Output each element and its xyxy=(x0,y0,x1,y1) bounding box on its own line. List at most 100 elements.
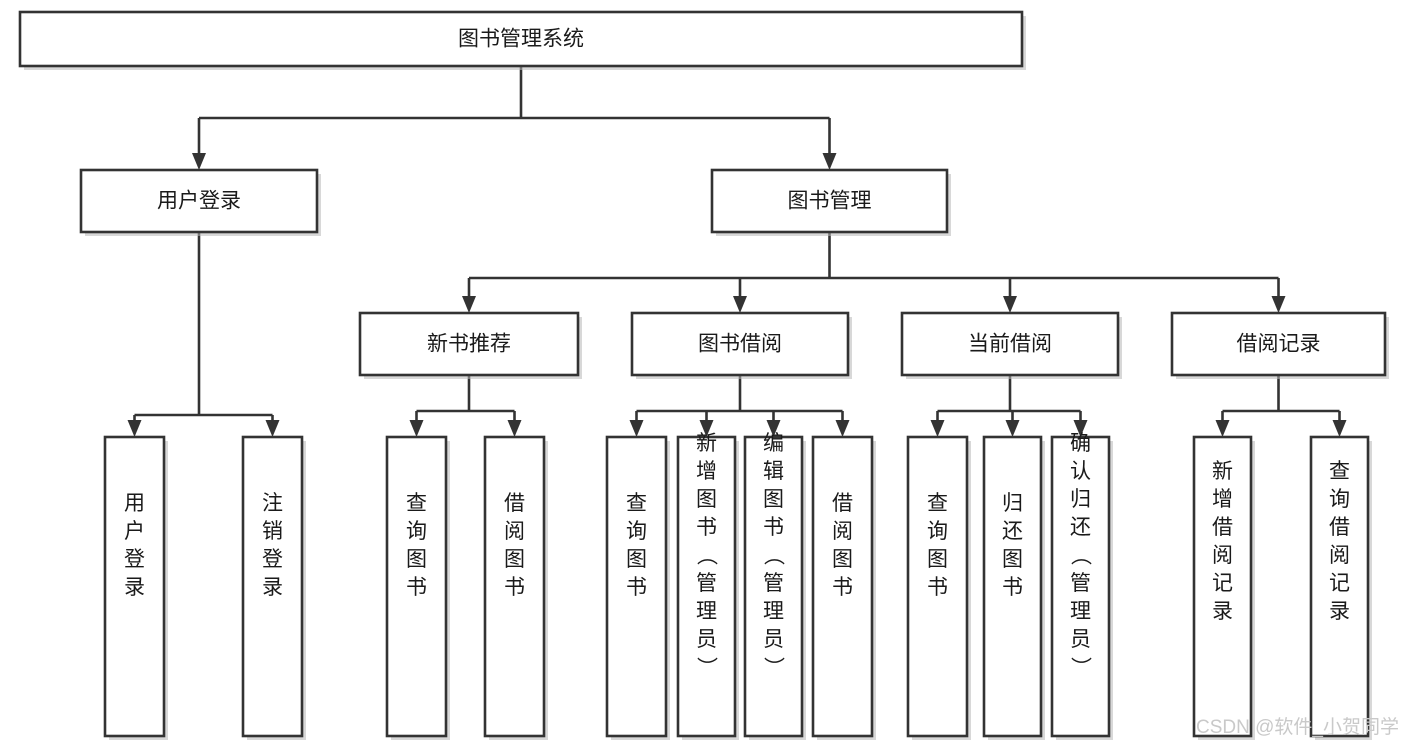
node-label: 图书管理系统 xyxy=(458,28,584,51)
node-layer: 图书管理系统用户登录图书管理新书推荐图书借阅当前借阅借阅记录用户登录注销登录查询… xyxy=(18,10,1389,740)
arrowhead-icon xyxy=(835,420,850,437)
node-label-char: 阅 xyxy=(832,520,853,543)
node-label-char: 用 xyxy=(124,492,145,515)
node-label-char: ） xyxy=(695,657,718,678)
node-label-char: 认 xyxy=(1070,460,1091,483)
node-label-char: 记 xyxy=(1329,572,1350,595)
arrowhead-icon xyxy=(1003,296,1017,313)
csdn-watermark: CSDN @软件_小贺同学 xyxy=(1196,716,1399,738)
node-label: 当前借阅 xyxy=(968,333,1052,356)
node-label-char: 增 xyxy=(1212,488,1233,511)
level3-node-node-0-新书推荐[interactable]: 新书推荐 xyxy=(358,311,582,379)
node-rect[interactable] xyxy=(483,435,546,738)
node-label-char: 记 xyxy=(1212,572,1233,595)
arrowhead-icon xyxy=(127,420,142,437)
node-label-char: 户 xyxy=(124,520,145,543)
arrowhead-icon xyxy=(1332,420,1347,437)
connector-layer xyxy=(127,66,1347,437)
arrowhead-icon xyxy=(766,420,781,437)
node-rect[interactable] xyxy=(1170,311,1387,377)
level3-node-node-2-当前借阅[interactable]: 当前借阅 xyxy=(900,311,1122,379)
node-rect[interactable] xyxy=(1192,435,1253,738)
node-label-char: 图 xyxy=(763,488,784,511)
node-label-char: 还 xyxy=(1002,520,1023,543)
node-label-char: （ xyxy=(762,545,785,566)
node-label-char: 图 xyxy=(406,548,427,571)
node-label-char: 注 xyxy=(262,492,283,515)
node-label-char: 员 xyxy=(696,628,717,651)
leaf-node-node-0-用户登录[interactable]: 用户登录 xyxy=(103,435,168,740)
node-label: 借阅记录 xyxy=(1237,333,1321,356)
level2-node-node-1-图书管理[interactable]: 图书管理 xyxy=(710,168,951,236)
node-rect[interactable] xyxy=(630,311,850,377)
node-rect[interactable] xyxy=(743,435,804,738)
arrowhead-icon xyxy=(930,420,945,437)
node-label-char: 录 xyxy=(124,576,145,599)
node-label-char: 书 xyxy=(626,576,647,599)
arrowhead-icon xyxy=(699,420,714,437)
node-label-char: 管 xyxy=(1070,572,1091,595)
node-label-char: 员 xyxy=(1070,628,1091,651)
node-label-char: 书 xyxy=(832,576,853,599)
node-rect[interactable] xyxy=(605,435,668,738)
node-label-char: 图 xyxy=(696,488,717,511)
node-rect[interactable] xyxy=(18,10,1024,68)
arrowhead-icon xyxy=(1073,420,1088,437)
node-label-char: 查 xyxy=(626,492,647,515)
node-label-char: 录 xyxy=(262,576,283,599)
node-label-char: 增 xyxy=(696,460,717,483)
node-rect[interactable] xyxy=(103,435,166,738)
arrowhead-icon xyxy=(192,153,206,170)
node-label-char: 书 xyxy=(696,516,717,539)
node-rect[interactable] xyxy=(676,435,737,738)
node-label-char: 图 xyxy=(832,548,853,571)
root-node-node-0-图书管理系统[interactable]: 图书管理系统 xyxy=(18,10,1026,70)
level3-node-node-1-图书借阅[interactable]: 图书借阅 xyxy=(630,311,852,379)
node-label-char: 查 xyxy=(406,492,427,515)
level2-node-node-0-用户登录[interactable]: 用户登录 xyxy=(79,168,321,236)
node-label-char: 查 xyxy=(927,492,948,515)
node-label-char: 阅 xyxy=(504,520,525,543)
node-label-char: 理 xyxy=(763,600,784,623)
node-rect[interactable] xyxy=(982,435,1043,738)
node-rect[interactable] xyxy=(811,435,874,738)
node-rect[interactable] xyxy=(1050,435,1111,738)
node-label-char: 询 xyxy=(406,520,427,543)
node-rect[interactable] xyxy=(906,435,969,738)
node-label-char: 询 xyxy=(927,520,948,543)
node-rect[interactable] xyxy=(1309,435,1370,738)
node-rect[interactable] xyxy=(241,435,304,738)
node-label: 图书借阅 xyxy=(698,333,782,356)
node-label: 图书管理 xyxy=(788,190,872,213)
node-label-char: 询 xyxy=(626,520,647,543)
node-label-char: 图 xyxy=(504,548,525,571)
arrowhead-icon xyxy=(265,420,280,437)
node-rect[interactable] xyxy=(385,435,448,738)
node-label-char: 书 xyxy=(1002,576,1023,599)
node-label-char: ） xyxy=(1069,657,1092,678)
level3-node-node-3-借阅记录[interactable]: 借阅记录 xyxy=(1170,311,1389,379)
node-label-char: 借 xyxy=(1329,516,1350,539)
node-rect[interactable] xyxy=(358,311,580,377)
node-label-char: 归 xyxy=(1070,488,1091,511)
node-rect[interactable] xyxy=(79,168,319,234)
node-label-char: （ xyxy=(1069,545,1092,566)
node-rect[interactable] xyxy=(900,311,1120,377)
node-label-char: 确 xyxy=(1070,432,1091,455)
node-rect[interactable] xyxy=(710,168,949,234)
node-label-char: 询 xyxy=(1329,488,1350,511)
node-label-char: 员 xyxy=(763,628,784,651)
